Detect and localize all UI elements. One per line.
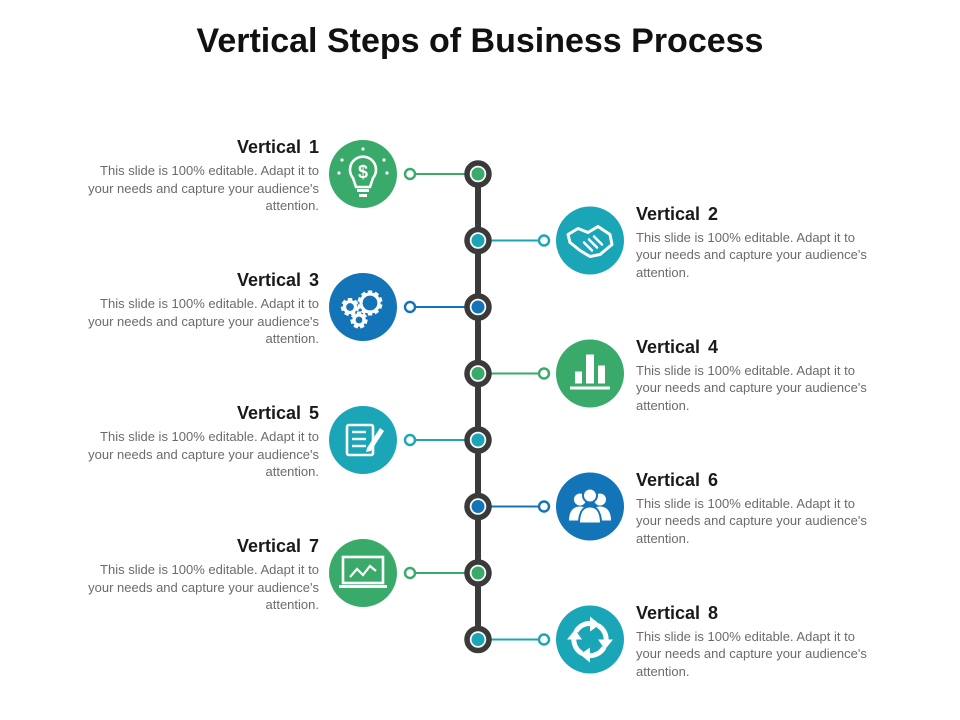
step-8-text: Vertical 8 This slide is 100% editable. A… [636,603,876,681]
step-2-end-dot [537,234,551,247]
step-1-description: This slide is 100% editable. Adapt it to… [88,163,319,213]
step-3-spine-node-fill [471,300,485,314]
step-1-end-dot [403,167,417,181]
lightbulb-dollar-icon: $ [337,147,389,197]
step-1-text: Vertical 1 This slide is 100% editable. A… [79,137,319,215]
svg-text:$: $ [358,162,368,182]
step-7-icon-circle [329,539,397,607]
step-3-text: Vertical 3 This slide is 100% editable. A… [79,270,319,348]
step-2-description: This slide is 100% editable. Adapt it to… [636,229,867,280]
step-5-description: This slide is 100% editable. Adapt it to… [88,429,319,479]
step-8-title: Vertical 8 [636,602,719,623]
step-5-end-dot [403,433,417,447]
step-7-text: Vertical 7 This slide is 100% editable. A… [79,536,319,614]
step-6-description: This slide is 100% editable. Adapt it to… [636,495,867,546]
gears-icon [340,290,383,329]
step-6-end-dot [537,500,551,513]
presentation-icon [339,555,387,588]
step-7-end-dot [403,566,417,580]
cycle-arrows-icon [567,616,613,663]
step-2-spine-node-fill [471,234,485,247]
step-8-spine-node-fill [471,633,485,646]
step-2-text: Vertical 2 This slide is 100% editable. A… [636,204,876,282]
step-3-description: This slide is 100% editable. Adapt it to… [88,296,319,346]
step-6-title: Vertical 6 [636,469,719,490]
step-2-title: Vertical 2 [636,203,719,224]
step-5-title: Vertical 5 [236,403,319,423]
step-6-text: Vertical 6 This slide is 100% editable. A… [636,470,876,548]
step-5-text: Vertical 5 This slide is 100% editable. A… [79,403,319,481]
step-4-spine-node-fill [471,367,485,380]
team-icon [569,487,611,525]
step-1-icon-circle [329,140,397,208]
step-1-spine-node-fill [471,167,485,181]
bar-chart-icon [570,354,610,390]
step-7-spine-node-fill [471,566,485,580]
step-3-title: Vertical 3 [236,270,319,290]
step-6-spine-node-fill [471,500,485,513]
step-4-title: Vertical 4 [636,336,719,357]
handshake-icon [566,225,614,258]
step-4-text: Vertical 4 This slide is 100% editable. A… [636,337,876,415]
checklist-icon [345,423,384,457]
step-5-spine-node-fill [471,433,485,447]
step-8-end-dot [537,633,551,646]
step-8-description: This slide is 100% editable. Adapt it to… [636,628,867,679]
page-title: Vertical Steps of Business Process [196,22,764,60]
step-8-icon-circle [556,605,624,674]
step-4-end-dot [537,367,551,380]
step-4-description: This slide is 100% editable. Adapt it to… [636,362,867,413]
step-1-title: Vertical 1 [236,137,319,157]
step-3-end-dot [403,300,417,314]
step-7-title: Vertical 7 [236,536,319,556]
step-7-description: This slide is 100% editable. Adapt it to… [88,562,319,612]
